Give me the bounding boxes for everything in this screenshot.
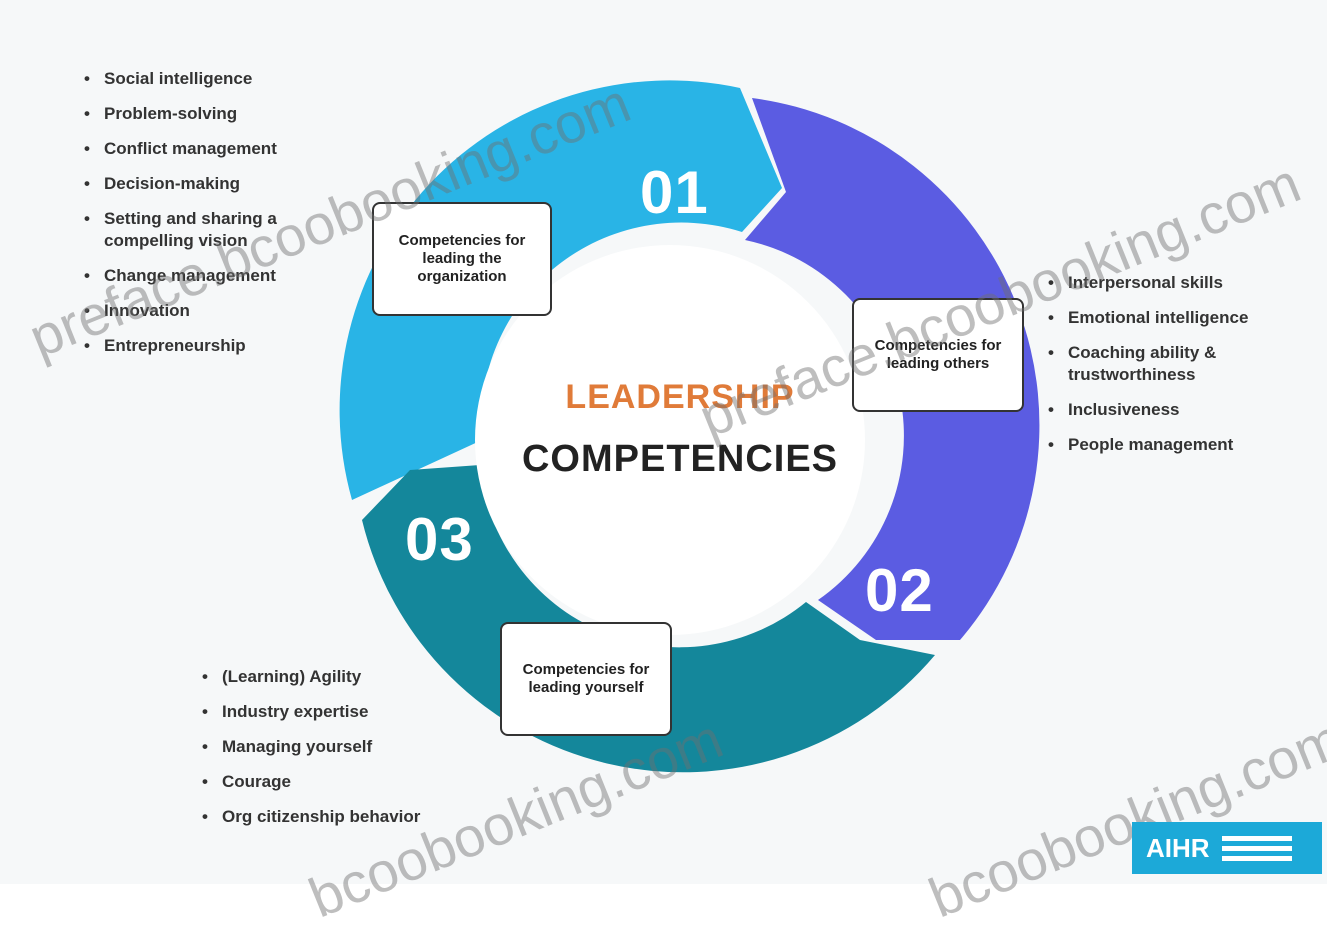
list-item: Courage <box>196 771 496 793</box>
segment-01-number: 01 <box>640 159 709 226</box>
diagram-canvas: 01 02 03 LEADERSHIP COMPETENCIES Compete… <box>0 0 1327 884</box>
list-item: (Learning) Agility <box>196 666 496 688</box>
segment-02-label-box: Competencies for leading others <box>852 298 1024 412</box>
list-item: Decision-making <box>78 173 368 195</box>
list-item: Emotional intelligence <box>1042 307 1312 329</box>
center-circle <box>475 245 865 635</box>
segment-02-label: Competencies for leading others <box>874 337 1002 372</box>
list-item: Interpersonal skills <box>1042 272 1312 294</box>
center-title-competencies: COMPETENCIES <box>521 438 839 480</box>
segment-02-number: 02 <box>865 557 934 624</box>
aihr-logo: AIHR <box>1132 822 1322 874</box>
segment-01-arc <box>339 80 782 501</box>
center-title-leadership: LEADERSHIP <box>565 378 795 416</box>
segment-02-list: Interpersonal skills Emotional intellige… <box>1042 272 1312 469</box>
list-item: Entrepreneurship <box>78 335 368 357</box>
list-item: Change management <box>78 265 368 287</box>
list-item: Setting and sharing a compelling vision <box>78 208 368 252</box>
segment-03-list: (Learning) Agility Industry expertise Ma… <box>196 666 496 841</box>
segment-03-label: Competencies for leading yourself <box>522 661 650 696</box>
list-item: Coaching ability & trustworthiness <box>1042 342 1312 386</box>
list-item: Social intelligence <box>78 68 368 90</box>
segment-01-label-box: Competencies for leading the organizatio… <box>372 202 552 316</box>
list-item: Problem-solving <box>78 103 368 125</box>
list-item: People management <box>1042 434 1312 456</box>
list-item: Org citizenship behavior <box>196 806 496 828</box>
list-item: Conflict management <box>78 138 368 160</box>
segment-02-arc <box>745 98 1040 640</box>
list-item: Inclusiveness <box>1042 399 1312 421</box>
segment-01-list: Social intelligence Problem-solving Conf… <box>78 68 368 370</box>
segment-01-label: Competencies for leading the organizatio… <box>398 232 526 285</box>
logo-bars-icon <box>1221 835 1292 861</box>
segment-03-label-box: Competencies for leading yourself <box>500 622 672 736</box>
segment-03-number: 03 <box>405 506 474 573</box>
list-item: Managing yourself <box>196 736 496 758</box>
list-item: Innovation <box>78 300 368 322</box>
logo-text: AIHR <box>1146 832 1210 863</box>
list-item: Industry expertise <box>196 701 496 723</box>
